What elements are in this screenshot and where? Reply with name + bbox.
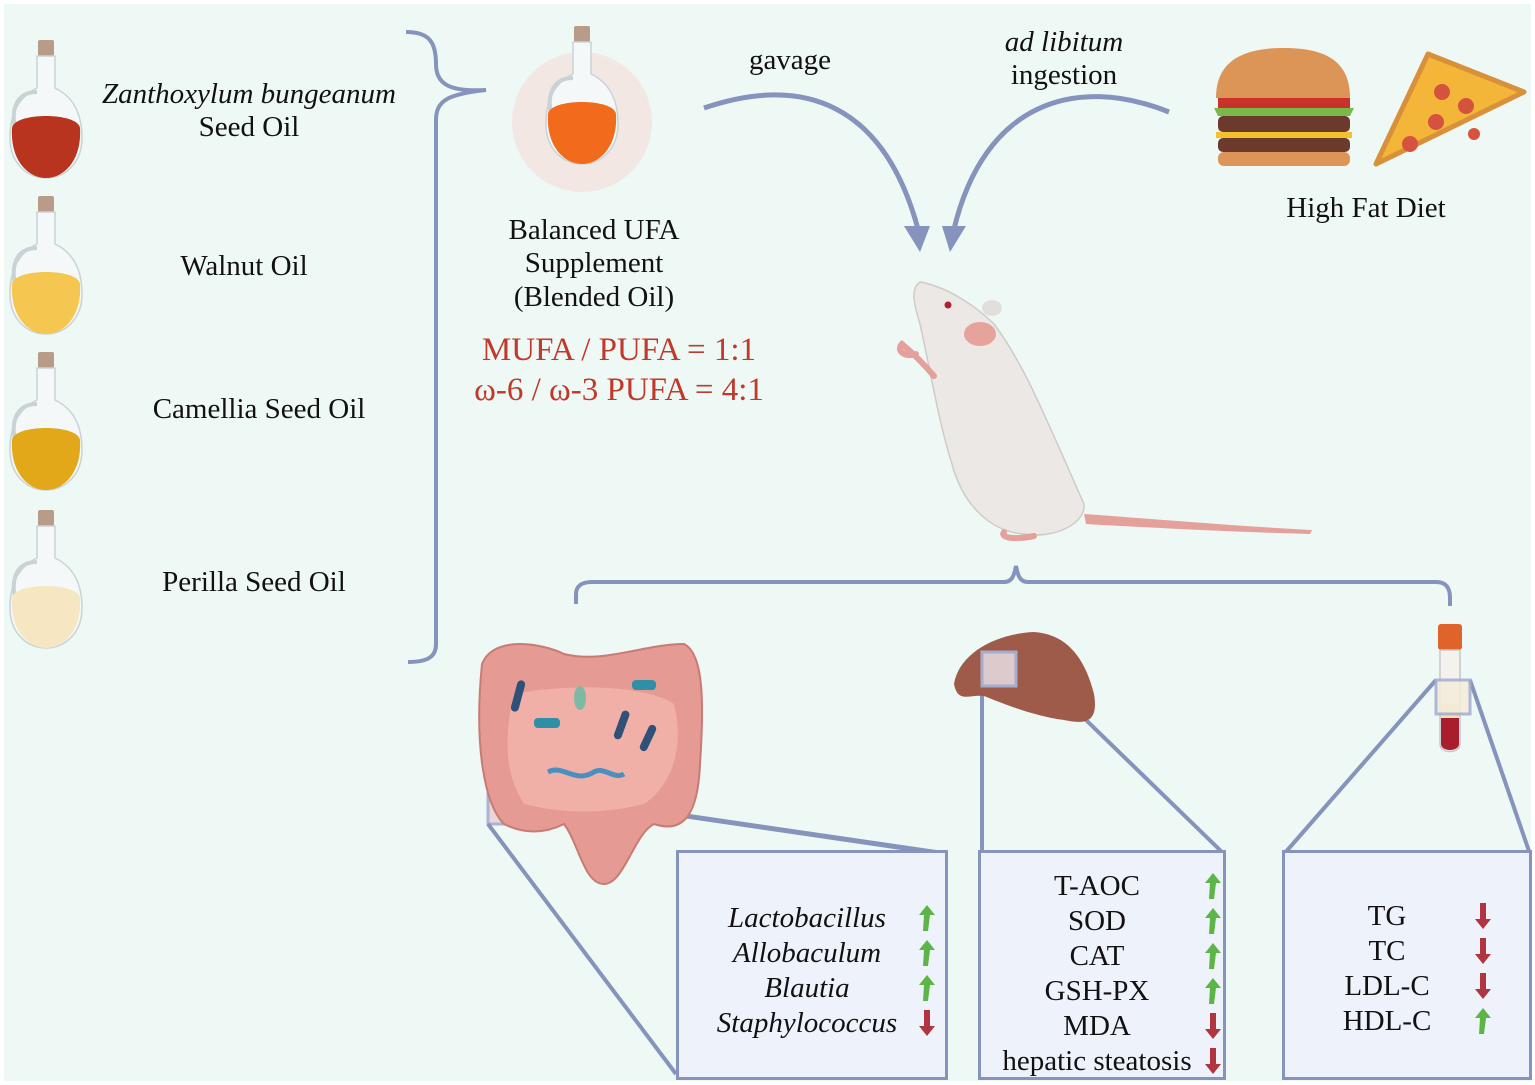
increase-arrow-icon (1205, 978, 1221, 1004)
oil-label-zanthoxylum-species: Zanthoxylum bungeanum (102, 78, 396, 110)
supplement-label: Balanced UFA Supplement (Blended Oil) (444, 214, 744, 314)
gut-result-row: Allobaculum (679, 936, 945, 970)
gavage-label: gavage (748, 44, 832, 76)
diagram-canvas: Zanthoxylum bungeanum Seed Oil Walnut Oi… (4, 4, 1532, 1081)
decrease-arrow-icon (1205, 1013, 1221, 1039)
increase-arrow-icon (919, 975, 935, 1001)
food-layer (1214, 48, 1527, 167)
supplement-ratios: MUFA / PUFA = 1:1 ω-6 / ω-3 PUFA = 4:1 (444, 330, 794, 410)
supplement-line1: Balanced UFA (508, 214, 680, 246)
serum-result-label: TG (1367, 900, 1407, 932)
gut-result-label: Staphylococcus (716, 1007, 898, 1039)
omega-ratio: ω-6 / ω-3 PUFA = 4:1 (474, 372, 764, 408)
bottle-camellia (8, 350, 84, 492)
liver-result-label: MDA (1063, 1010, 1131, 1042)
ingestion-arrow (951, 94, 1170, 230)
increase-arrow-icon (1205, 873, 1221, 899)
serum-result-row: LDL-C (1285, 969, 1529, 1003)
liver-result-label: SOD (1067, 905, 1126, 937)
serum-result-label: HDL-C (1342, 1005, 1432, 1037)
decrease-arrow-icon (1475, 938, 1491, 964)
ingestion-arrowhead (942, 226, 966, 252)
liver-result-row: MDA (981, 1009, 1223, 1043)
gut-result-label: Allobaculum (732, 937, 882, 969)
liver-result-row: CAT (981, 939, 1223, 973)
serum-result-row: HDL-C (1285, 1004, 1529, 1038)
liver-result-label: hepatic steatosis (1002, 1045, 1192, 1077)
serum-result-label: TC (1368, 935, 1406, 967)
decrease-arrow-icon (1205, 1048, 1221, 1074)
decrease-arrow-icon (1475, 973, 1491, 999)
burger-icon (1214, 48, 1354, 166)
ingestion-label: ad libitum ingestion (984, 26, 1144, 93)
decrease-arrow-icon (919, 1010, 935, 1036)
serum-result-row: TG (1285, 899, 1529, 933)
gut-result-row: Blautia (679, 971, 945, 1005)
decrease-arrow-icon (1475, 903, 1491, 929)
gut-result-label: Blautia (764, 972, 850, 1004)
increase-arrow-icon (919, 940, 935, 966)
high-fat-diet-label: High Fat Diet (1286, 192, 1446, 224)
gavage-arrowhead (904, 226, 930, 252)
mouse-icon (897, 281, 1312, 542)
liver-icon (954, 632, 1095, 722)
oil-label-zanthoxylum: Zanthoxylum bungeanum Seed Oil (84, 78, 414, 145)
serum-result-label: LDL-C (1344, 970, 1430, 1002)
liver-result-row: hepatic steatosis (981, 1044, 1223, 1078)
liver-result-row: T-AOC (981, 869, 1223, 903)
increase-arrow-icon (1475, 1008, 1491, 1034)
oil-label-perilla: Perilla Seed Oil (162, 566, 346, 598)
serum-result-row: TC (1285, 934, 1529, 968)
supplement-line2: Supplement (524, 247, 664, 280)
bottle-walnut (8, 194, 84, 336)
oil-label-walnut: Walnut Oil (180, 250, 308, 282)
liver-result-label: T-AOC (1054, 870, 1140, 902)
liver-result-label: CAT (1069, 940, 1125, 972)
bottle-perilla (8, 508, 84, 650)
gavage-arrow (703, 92, 921, 230)
liver-result-row: GSH-PX (981, 974, 1223, 1008)
blood-tube-icon (1434, 624, 1472, 753)
increase-arrow-icon (1205, 908, 1221, 934)
liver-result-label: GSH-PX (1044, 975, 1150, 1007)
tissue-bracket (574, 565, 1452, 606)
pizza-icon (1373, 51, 1527, 167)
liver-result-row: SOD (981, 904, 1223, 938)
gut-result-label: Lactobacillus (728, 902, 886, 934)
oil-label-camellia: Camellia Seed Oil (152, 393, 366, 425)
bottle-zanthoxylum (8, 38, 84, 180)
ad-libitum-text: ad libitum (1004, 26, 1124, 58)
increase-arrow-icon (919, 905, 935, 931)
organs-layer (478, 624, 1472, 886)
gut-result-row: Lactobacillus (679, 901, 945, 935)
increase-arrow-icon (1205, 943, 1221, 969)
oils-bracket (405, 30, 487, 664)
intestine-icon (478, 642, 704, 886)
bottles-layer (8, 24, 652, 650)
gut-result-row: Staphylococcus (679, 1006, 945, 1040)
supplement-line3: (Blended Oil) (513, 280, 675, 313)
bottle-blended-oil (544, 24, 620, 166)
mufa-pufa-ratio: MUFA / PUFA = 1:1 (481, 332, 757, 368)
oil-label-zanthoxylum-suffix: Seed Oil (198, 111, 300, 144)
ingestion-text: ingestion (1010, 59, 1118, 92)
